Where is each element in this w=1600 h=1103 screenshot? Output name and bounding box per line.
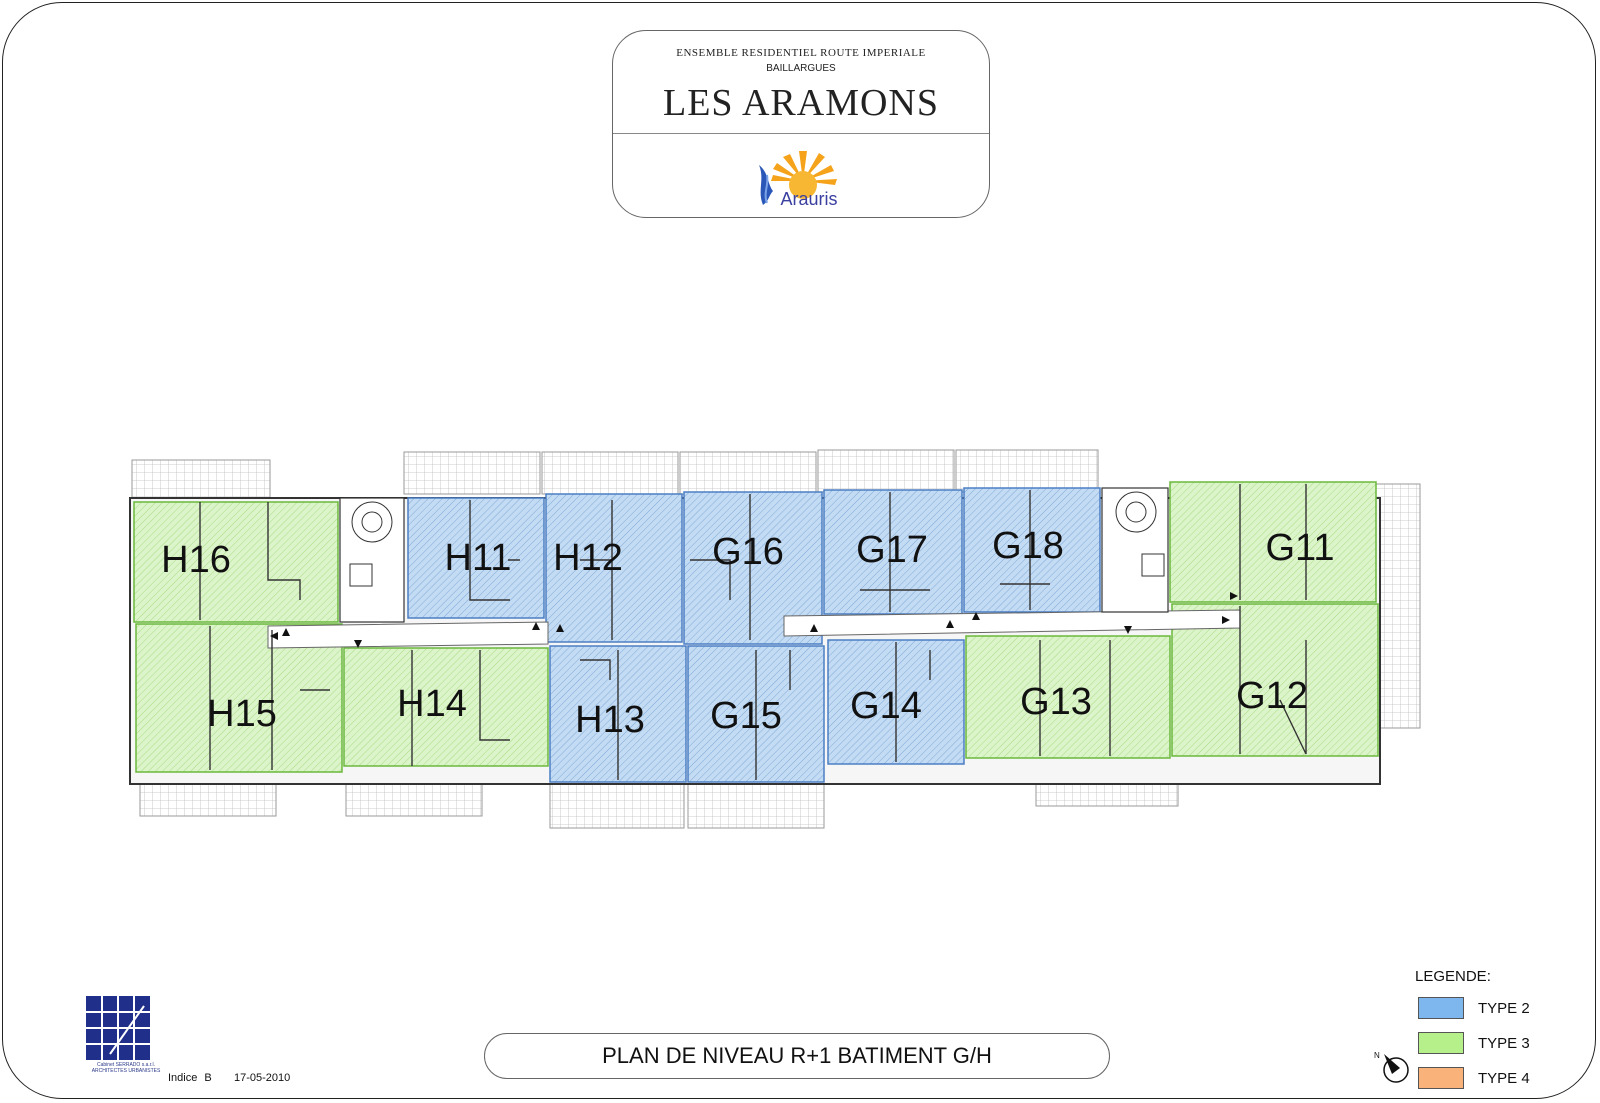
svg-text:N: N xyxy=(1374,1051,1380,1060)
revision-index: Indice B xyxy=(168,1072,212,1084)
serrado-grid-icon xyxy=(86,996,150,1060)
unit-label-H13: H13 xyxy=(575,699,645,741)
north-arrow-icon: N xyxy=(1374,1051,1409,1083)
architect-logo: Cabinet SERRADO s.a.r.l. ARCHITECTES URB… xyxy=(86,996,160,1074)
unit-label-H11: H11 xyxy=(445,537,512,579)
terrace-east xyxy=(1375,483,1421,729)
legend-swatch-type4 xyxy=(1418,1067,1464,1089)
unit-H14 xyxy=(343,647,549,767)
unit-labels: H16 H11 H12 G16 G17 G18 G11 H15 H14 H13 … xyxy=(161,525,1334,741)
type3-units xyxy=(133,481,1379,773)
unit-label-G12: G12 xyxy=(1236,675,1308,717)
unit-H16 xyxy=(133,501,339,623)
unit-label-G15: G15 xyxy=(710,695,782,737)
project-name: LES ARAMONS xyxy=(663,82,939,124)
revision-date: 17-05-2010 xyxy=(234,1072,291,1084)
unit-label-H14: H14 xyxy=(397,683,467,725)
architect-caption: Cabinet SERRADO s.a.r.l. ARCHITECTES URB… xyxy=(86,1062,166,1074)
unit-G18 xyxy=(963,487,1101,613)
unit-G17 xyxy=(823,489,963,615)
unit-H12 xyxy=(545,493,683,643)
logo-text: Arauris xyxy=(780,189,837,209)
legend-label-type3: TYPE 3 xyxy=(1478,1035,1530,1052)
stair-core-west xyxy=(339,497,405,623)
unit-label-G14: G14 xyxy=(850,685,922,727)
plan-title: PLAN DE NIVEAU R+1 BATIMENT G/H xyxy=(484,1033,1110,1079)
unit-label-H12: H12 xyxy=(553,537,623,579)
unit-label-H15: H15 xyxy=(207,693,277,735)
sun-tree-logo-icon: Arauris xyxy=(759,151,838,209)
terraces-north xyxy=(131,449,1099,503)
title-cartouche: ENSEMBLE RESIDENTIEL ROUTE IMPERIALE BAI… xyxy=(612,30,990,218)
unit-H15 xyxy=(135,623,343,773)
project-superscript: ENSEMBLE RESIDENTIEL ROUTE IMPERIALE xyxy=(676,47,926,59)
unit-label-G11: G11 xyxy=(1265,527,1334,569)
legend-label-type2: TYPE 2 xyxy=(1478,1000,1530,1017)
cartouche-divider xyxy=(613,133,989,134)
unit-label-G18: G18 xyxy=(992,525,1064,567)
project-city: BAILLARGUES xyxy=(766,63,836,74)
legend-label-type4: TYPE 4 xyxy=(1478,1070,1530,1087)
architect-subtitle: ARCHITECTES URBANISTES xyxy=(91,1068,161,1074)
legend-title: LEGENDE: xyxy=(1415,968,1491,985)
unit-G11 xyxy=(1169,481,1377,603)
unit-label-G17: G17 xyxy=(856,529,928,571)
unit-label-G16: G16 xyxy=(712,531,784,573)
unit-G13 xyxy=(965,635,1171,759)
unit-label-H16: H16 xyxy=(161,539,231,581)
unit-G12 xyxy=(1171,603,1379,757)
entry-arrows xyxy=(270,592,1238,648)
unit-label-G13: G13 xyxy=(1020,681,1092,723)
stair-core-east xyxy=(1101,487,1169,613)
interior-partitions xyxy=(199,484,1307,780)
legend-swatch-type2 xyxy=(1418,997,1464,1019)
architect-name: Cabinet SERRADO s.a.r.l. xyxy=(96,1062,156,1068)
legend-swatch-type3 xyxy=(1418,1032,1464,1054)
unit-H11 xyxy=(407,497,545,619)
